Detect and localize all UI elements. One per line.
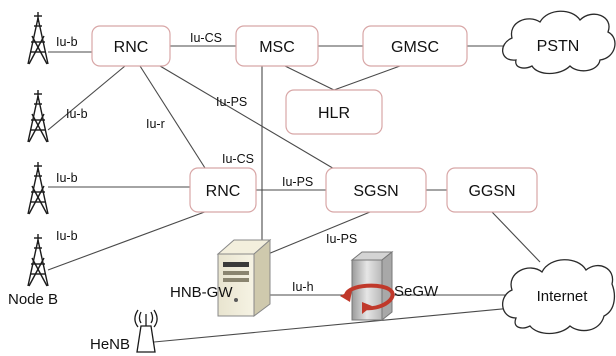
edge-label-iub-1: Iu-b: [56, 35, 78, 49]
node-rnc-mid: RNC: [189, 167, 257, 213]
edge-label-iu-ps-mid: Iu-PS: [282, 175, 313, 189]
edge-label-iu-ps-low: Iu-PS: [326, 232, 357, 246]
edge-label-iub-2: Iu-b: [66, 107, 88, 121]
node-label: HeNB: [90, 336, 130, 353]
link-rnc-sgsn: [159, 65, 337, 171]
segw-device: SeGW: [340, 250, 439, 322]
node-sgsn: SGSN: [325, 167, 427, 213]
henb-device: HeNB: [90, 309, 158, 353]
node-label: MSC: [259, 39, 295, 56]
server-icon: [216, 238, 272, 317]
edge-label-iub-4: Iu-b: [56, 229, 78, 243]
tower-group: [27, 12, 49, 287]
node-label: Internet: [537, 288, 589, 305]
cloud-icon: [502, 10, 616, 75]
edge-label-iu-cs-mid: Iu-CS: [222, 152, 254, 166]
femtocell-router-icon: [134, 309, 158, 353]
edge-labels: Iu-b Iu-b Iu-b Iu-b Iu-CS Iu-PS Iu-r Iu-…: [56, 31, 357, 294]
edge-label-iu-h: Iu-h: [292, 280, 314, 294]
link-hnbgw-sgsn: [267, 211, 371, 255]
node-label: RNC: [206, 183, 241, 200]
antenna-tower-icon: [27, 90, 49, 143]
edge-label-iub-3: Iu-b: [56, 171, 78, 185]
edge-label-iu-r: Iu-r: [146, 117, 165, 131]
link-rnc-rnc: [139, 65, 206, 169]
antenna-tower-icon: [27, 234, 49, 287]
hnb-gw-device: HNB-GW: [170, 238, 272, 317]
connection-lines: [47, 45, 541, 343]
edge-label-iu-cs-top: Iu-CS: [190, 31, 222, 45]
node-ggsn: GGSN: [446, 167, 538, 213]
internet-cloud: Internet: [502, 259, 616, 335]
pstn-cloud: PSTN: [502, 10, 616, 75]
node-label: GMSC: [391, 39, 439, 56]
link-tower2-rnc: [47, 65, 126, 131]
node-hlr: HLR: [285, 89, 383, 135]
cloud-icon: [502, 259, 616, 335]
node-gmsc: GMSC: [362, 25, 468, 67]
link-henb-internet: [153, 307, 513, 343]
antenna-tower-icon: [27, 162, 49, 215]
node-label: HNB-GW: [170, 284, 233, 301]
link-gmsc-hlr: [333, 65, 401, 91]
secure-gateway-server-icon: [340, 250, 395, 322]
node-label: SeGW: [394, 283, 439, 300]
node-label: RNC: [114, 39, 149, 56]
antenna-tower-icon: [27, 12, 49, 65]
link-tower4-rnc: [47, 209, 211, 271]
link-ggsn-internet: [491, 211, 541, 263]
node-label: GGSN: [468, 183, 515, 200]
node-msc: MSC: [235, 25, 319, 67]
node-label: SGSN: [353, 183, 398, 200]
node-label: HLR: [318, 105, 350, 122]
node-b-label: Node B: [8, 291, 58, 308]
edge-label-iu-ps-top: Iu-PS: [216, 95, 247, 109]
link-msc-hlr: [284, 65, 335, 91]
node-label: PSTN: [537, 38, 580, 55]
node-rnc-top: RNC: [91, 25, 171, 67]
